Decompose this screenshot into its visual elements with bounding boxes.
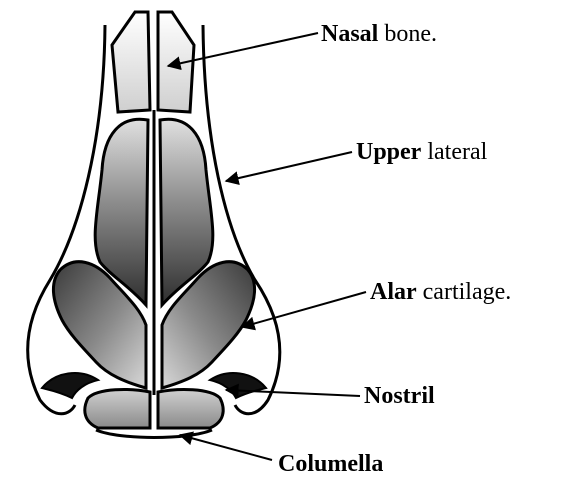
- label-upper-bold: Upper: [356, 139, 421, 165]
- columella-shape: [96, 430, 212, 438]
- label-upper-rest: lateral: [421, 139, 487, 165]
- nostril-right: [210, 373, 266, 398]
- nasal-bone-left: [112, 12, 150, 112]
- nasal-tip-left: [85, 390, 150, 428]
- label-nostril: Nostril: [364, 384, 435, 408]
- arrow-columella: [180, 435, 272, 460]
- arrow-upper-lateral: [226, 152, 352, 181]
- label-nasal-bone: Nasal bone.: [321, 22, 437, 46]
- label-columella: Columella: [278, 452, 383, 476]
- label-alar-cartilage: Alar cartilage.: [370, 280, 511, 304]
- label-nostril-bold: Nostril: [364, 383, 435, 409]
- label-columella-bold: Columella: [278, 451, 383, 477]
- label-upper-lateral: Upper lateral: [356, 140, 487, 164]
- arrow-alar-cartilage: [242, 292, 366, 327]
- label-nasal-bold: Nasal: [321, 21, 378, 47]
- label-alar-bold: Alar: [370, 279, 417, 305]
- label-alar-rest: cartilage.: [417, 279, 512, 305]
- nasal-tip-right: [158, 390, 223, 428]
- nostril-left: [42, 373, 98, 398]
- label-nasal-rest: bone.: [378, 21, 437, 47]
